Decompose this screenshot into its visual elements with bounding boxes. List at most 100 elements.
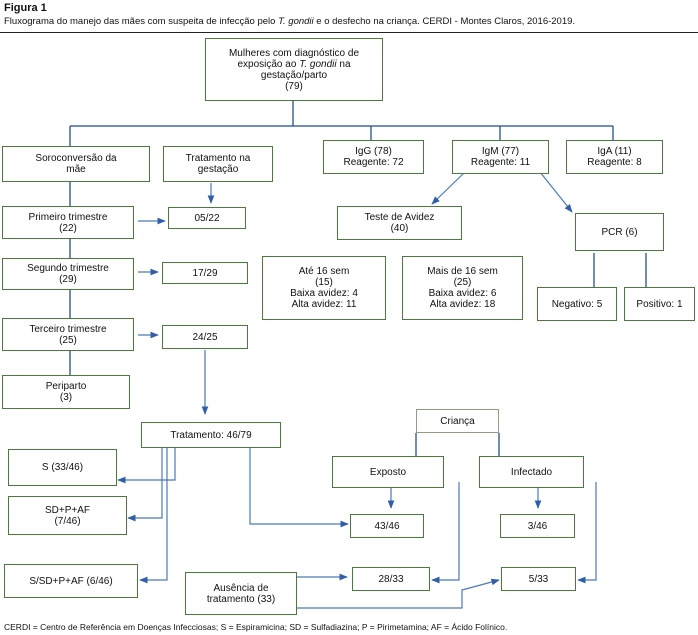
node-s-line1: S (33/46) [41,462,84,473]
node-pcr: PCR (6) [575,213,664,251]
figure-subtitle: Fluxograma do manejo das mães com suspei… [4,16,575,27]
node-igm-line1: IgM (77) [481,146,520,157]
node-seg-line1: Segundo trimestre [27,263,109,274]
node-r4346-line1: 43/46 [374,520,400,532]
node-trat-line1: Tratamento: 46/79 [170,429,252,441]
node-segundo-trimestre: Segundo trimestre (29) [2,258,134,290]
node-mais16-line2: (25) [453,277,472,288]
node-prim-line1: Primeiro trimestre [28,211,108,223]
node-crianca-line1: Criança [440,415,475,427]
node-root-line2a: exposição ao [237,58,300,70]
node-s: S (33/46) [8,449,117,486]
subtitle-text-2: e o desfecho na criança. CERDI - Montes … [313,16,576,27]
node-result-24-25: 24/25 [162,325,248,349]
node-tratamento-gestacao: Tratamento na gestação [163,146,273,182]
node-tratgest-line2: gestação [197,164,239,175]
node-ate16-line3: Baixa avidez: 4 [290,288,358,299]
node-s-sd-p-af: S/SD+P+AF (6/46) [4,564,138,598]
arrow-trat-4346 [249,447,349,528]
figure-title: Figura 1 [4,2,47,14]
node-infectado: Infectado [479,456,584,488]
node-root: Mulheres com diagnóstico de exposição ao… [205,38,383,101]
node-mais16-line1: Mais de 16 sem [427,266,498,277]
node-igm: IgM (77) Reagente: 11 [452,140,549,174]
node-ausencia-tratamento: Ausência de tratamento (33) [185,572,297,615]
node-exposto-line1: Exposto [369,466,407,478]
node-infectado-line1: Infectado [510,466,553,478]
node-result-05-22: 05/22 [168,207,246,229]
node-root-species: T. gondii [299,58,337,70]
node-terc-line2: (25) [59,334,77,346]
node-igm-line2: Reagente: 11 [470,157,531,168]
node-iga-line2: Reagente: 8 [587,157,642,168]
node-r0522-line1: 05/22 [194,212,220,224]
subtitle-species: T. gondii [278,16,314,27]
node-result-17-29: 17/29 [162,262,248,284]
subtitle-text-1: Fluxograma do manejo das mães com suspei… [4,16,279,27]
arrow-igm-avidez [431,171,466,205]
node-seg-line2: (29) [59,274,77,285]
node-r2425-line1: 24/25 [192,331,218,343]
node-peri-line1: Periparto [45,381,87,392]
node-result-43-46: 43/46 [350,514,424,538]
node-mais16-line3: Baixa avidez: 6 [428,288,497,299]
node-exposto: Exposto [332,456,444,488]
node-ate16-line4: Alta avidez: 11 [291,299,357,310]
arrow-trat-s [117,447,176,484]
node-sorocon-line2: mãe [66,164,86,175]
node-terc-line1: Terceiro trimestre [29,323,107,335]
node-pos-line1: Positivo: 1 [636,298,683,310]
node-mais16-line4: Alta avidez: 18 [429,299,496,310]
node-ate-16-sem: Até 16 sem (15) Baixa avidez: 4 Alta avi… [262,256,386,320]
node-ausencia-line2: tratamento (33) [206,593,276,605]
node-ate16-line1: Até 16 sem [298,266,350,277]
node-avidez-line2: (40) [390,223,409,234]
arrow-infectado-533 [577,482,597,584]
header-divider [0,32,698,33]
arrow-trat-ssdpaf [139,447,168,584]
figure-footnote: CERDI = Centro de Referência em Doenças … [4,622,508,632]
arrow-exposto-2833 [431,482,460,584]
node-result-3-46: 3/46 [500,514,575,538]
arrow-trat-sdpaf [127,447,163,522]
node-root-line1: Mulheres com diagnóstico de [228,47,360,59]
node-r346-line1: 3/46 [527,520,548,532]
node-r1729-line1: 17/29 [192,267,218,279]
node-avidez-line1: Teste de Avidez [364,212,435,223]
arrow-igm-pcr [539,171,573,213]
node-igg-line1: IgG (78) [355,146,392,157]
node-r533-line1: 5/33 [528,573,549,585]
node-sdpaf-line2: (7/46) [54,515,81,527]
node-positivo: Positivo: 1 [624,287,695,321]
node-iga: IgA (11) Reagente: 8 [566,140,663,174]
node-root-line2: exposição ao T. gondii na [237,59,350,70]
node-root-line3: gestação/parto [260,69,328,81]
node-sdpaf-line1: SD+P+AF [44,504,91,516]
node-neg-line1: Negativo: 5 [551,298,603,310]
node-ausencia-line1: Ausência de [213,582,269,594]
node-igg-line2: Reagente: 72 [343,157,404,168]
node-result-28-33: 28/33 [352,567,430,591]
node-primeiro-trimestre: Primeiro trimestre (22) [2,206,134,239]
node-prim-line2: (22) [59,222,77,234]
node-r2833-line1: 28/33 [378,573,404,585]
node-sorocon-line1: Soroconversão da [35,153,117,164]
node-root-line2c: na [336,58,351,70]
node-ssdpaf-line1: S/SD+P+AF (6/46) [29,575,113,587]
node-tratamento-total: Tratamento: 46/79 [141,422,281,448]
node-tratgest-line1: Tratamento na [185,153,251,164]
node-peri-line2: (3) [59,392,73,403]
node-soroconversao: Soroconversão da mãe [2,146,150,182]
node-terceiro-trimestre: Terceiro trimestre (25) [2,318,134,351]
node-crianca: Criança [416,409,499,433]
node-sd-p-af: SD+P+AF (7/46) [8,496,127,535]
node-igg: IgG (78) Reagente: 72 [323,140,424,174]
node-pcr-line1: PCR (6) [601,226,638,238]
node-result-5-33: 5/33 [501,567,576,591]
node-root-line4: (79) [285,80,303,92]
node-ate16-line2: (15) [315,277,333,288]
node-mais-16-sem: Mais de 16 sem (25) Baixa avidez: 6 Alta… [402,256,523,320]
arrow-aus-533 [297,578,500,609]
node-negativo: Negativo: 5 [537,287,617,321]
